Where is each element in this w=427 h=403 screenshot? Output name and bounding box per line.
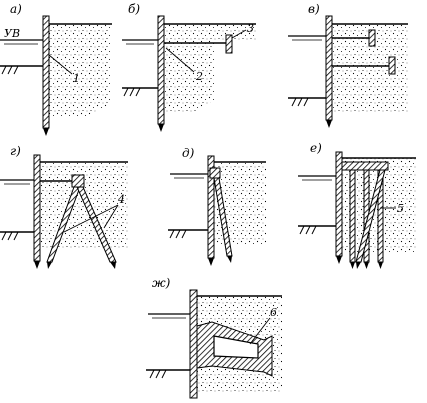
- panel-g-sheet-pile: [33, 154, 41, 262]
- panel-e-dredge-hatch: [299, 225, 317, 235]
- panel-zh-label: ж): [152, 276, 171, 290]
- panel-v-label: в): [308, 2, 320, 16]
- panel-e-label: е): [310, 141, 322, 155]
- panel-a: а) УВ 1: [0, 2, 112, 136]
- panel-d-cap-block: [209, 167, 221, 179]
- panel-b-callout-2: 2: [195, 70, 203, 83]
- panel-a-dredge-hatch: [1, 65, 19, 75]
- panel-v-pile-tip: [326, 120, 332, 128]
- panel-zh-sheet-pile: [189, 289, 198, 399]
- panel-a-sheet-pile: [42, 15, 50, 129]
- panel-d-label: д): [182, 146, 195, 160]
- panel-g-anchor-cap: [71, 174, 85, 188]
- panel-g-pile-tip: [34, 261, 40, 269]
- panel-b-callout-leader-3: [231, 29, 247, 39]
- panel-d-pile-tip: [208, 258, 214, 266]
- panel-b-sheet-pile: [157, 15, 165, 125]
- panel-g-callout-leader-b: [103, 204, 119, 229]
- panel-a-callout-leader: [48, 54, 73, 75]
- panel-b-soil: [162, 24, 256, 112]
- panel-e-bearing-pile-1: [349, 169, 356, 269]
- panel-zh-callout-6: 6: [270, 306, 277, 319]
- panel-v-anchor-upper: [368, 29, 376, 47]
- panel-e-raking-pile: [355, 169, 386, 269]
- panel-g-dredge-hatch: [1, 231, 19, 241]
- panel-d: д): [168, 146, 266, 266]
- panel-b-dredge-hatch: [123, 87, 141, 97]
- panel-b: б) 2 3: [122, 2, 256, 132]
- panel-e-callout-5: 5: [397, 202, 404, 215]
- panel-v-sheet-pile: [325, 15, 333, 121]
- panel-d-dredge-hatch: [169, 229, 187, 239]
- panel-a-pile-tip: [43, 128, 49, 136]
- panel-d-raking-pile: [213, 177, 233, 263]
- panel-g-anchor-pile-right: [76, 186, 117, 269]
- panel-b-anchor-plate: [225, 34, 233, 54]
- panel-v-dredge-hatch: [291, 97, 309, 107]
- panel-e-platform: [341, 161, 389, 171]
- panel-zh-callout-leader: [249, 317, 271, 345]
- panel-zh: ж) 6: [146, 276, 282, 399]
- panel-g-callout-leader-a: [63, 204, 119, 233]
- panel-a-callout-1: 1: [73, 72, 80, 85]
- panel-e-pile-tip: [336, 256, 342, 264]
- panel-zh-dredge-hatch: [149, 369, 167, 379]
- panel-b-pile-tip: [158, 124, 164, 132]
- panel-a-water-label: УВ: [4, 27, 20, 40]
- panel-a-soil: [46, 24, 110, 118]
- panel-v-anchor-lower: [388, 56, 396, 75]
- panel-v-soil: [330, 24, 408, 112]
- panel-v: в): [288, 2, 408, 128]
- panel-e: е) 5: [298, 141, 416, 269]
- panel-a-label: а): [10, 2, 22, 16]
- panel-g: г) 4: [0, 144, 128, 269]
- panel-b-label: б): [128, 2, 140, 16]
- panel-b-callout-leader-2: [165, 47, 195, 73]
- panel-b-callout-3: 3: [247, 22, 254, 35]
- panel-g-callout-4: 4: [117, 193, 125, 206]
- panel-g-label: г): [10, 144, 21, 158]
- panel-zh-anchor-block: [196, 321, 273, 377]
- panel-e-sheet-pile: [335, 151, 343, 257]
